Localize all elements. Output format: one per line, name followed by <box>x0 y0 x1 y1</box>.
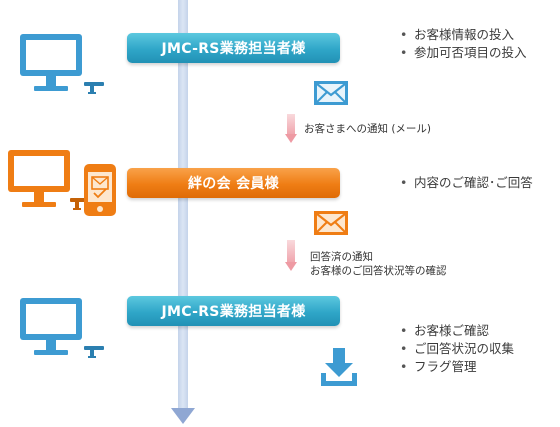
arrow2-note: 回答済の通知 お客様のご回答状況等の確認 <box>310 251 447 277</box>
timeline-arrowhead <box>171 408 195 424</box>
computer-and-phone-icon <box>6 148 118 220</box>
down-arrow-icon <box>285 114 297 143</box>
computer-icon <box>18 32 110 98</box>
list-item: 参加可否項目の投入 <box>400 44 527 62</box>
step1-bullet-list: お客様情報の投入 参加可否項目の投入 <box>400 26 527 62</box>
step1-banner-label: JMC-RS業務担当者様 <box>161 41 306 57</box>
step2-banner: 絆の会 会員様 <box>127 168 340 198</box>
process-timeline <box>178 0 188 412</box>
down-arrow-icon <box>285 240 297 271</box>
mail-icon <box>313 210 349 236</box>
step2-banner-label: 絆の会 会員様 <box>188 176 279 192</box>
arrow1-note: お客さまへの通知 (メール) <box>304 123 432 135</box>
download-icon <box>318 346 360 390</box>
step3-banner: JMC-RS業務担当者様 <box>127 296 340 326</box>
list-item: フラグ管理 <box>400 358 514 376</box>
step2-bullet-list: 内容のご確認･ご回答 <box>400 174 533 192</box>
step3-banner-label: JMC-RS業務担当者様 <box>161 304 306 320</box>
list-item: お客様情報の投入 <box>400 26 527 44</box>
list-item: ご回答状況の収集 <box>400 340 514 358</box>
mail-icon <box>313 80 349 106</box>
computer-icon <box>18 296 110 362</box>
list-item: 内容のご確認･ご回答 <box>400 174 533 192</box>
step3-bullet-list: お客様ご確認 ご回答状況の収集 フラグ管理 <box>400 322 514 376</box>
step1-banner: JMC-RS業務担当者様 <box>127 33 340 63</box>
list-item: お客様ご確認 <box>400 322 514 340</box>
